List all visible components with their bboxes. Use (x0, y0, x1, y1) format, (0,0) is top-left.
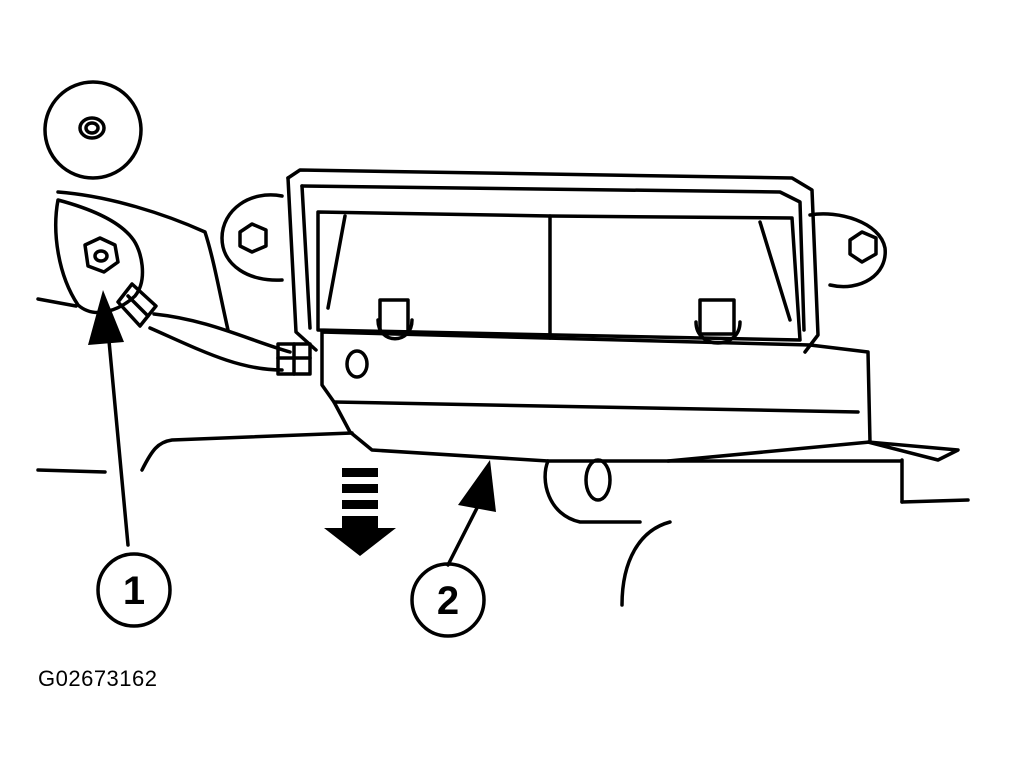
figure-id: G02673162 (38, 666, 158, 691)
callout-leaders (106, 328, 480, 567)
ground-bolt (54, 198, 145, 315)
vehicle-body-lines (36, 190, 970, 607)
callout-2: 2 (410, 562, 486, 638)
callout-1: 1 (96, 552, 172, 628)
callout-1-arrowhead (88, 290, 124, 345)
callout-2-arrowhead (458, 460, 496, 512)
ground-wire (116, 282, 312, 376)
callout-1-label: 1 (123, 569, 145, 613)
callout-2-label: 2 (437, 579, 459, 623)
module-bracket (220, 168, 887, 502)
round-fitting (43, 80, 143, 180)
down-arrow-icon (324, 468, 396, 556)
